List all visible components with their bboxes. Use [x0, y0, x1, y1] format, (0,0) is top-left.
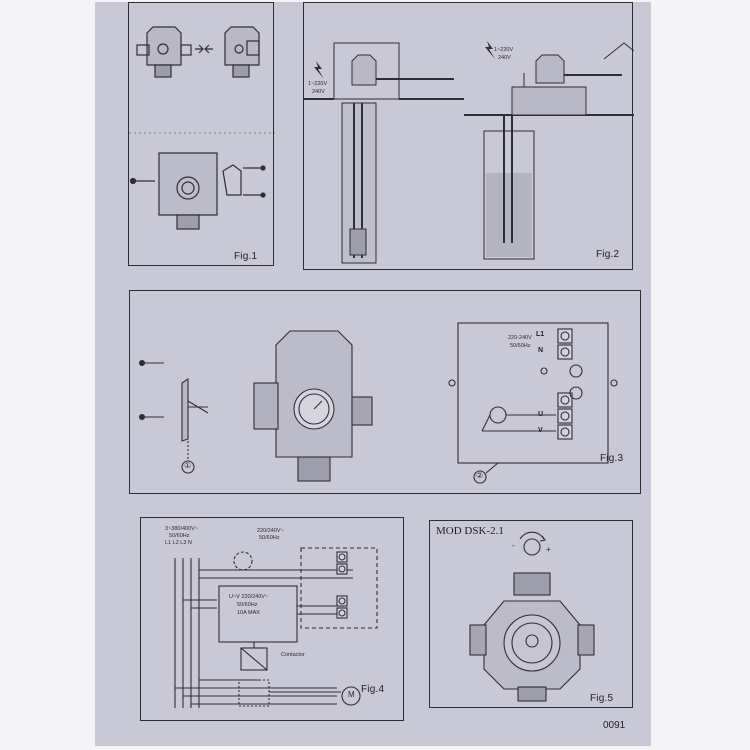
fig3-terminal-v: V: [538, 427, 543, 434]
fig5-minus-sign: -: [512, 541, 515, 550]
fig4-contactor-label: Contactor: [281, 652, 305, 658]
fig3-supply-voltage: 220-240V: [508, 335, 532, 341]
fig4-phase-labels: L1 L2 L3 N: [165, 540, 192, 546]
manual-page: Fig.1: [95, 2, 651, 746]
fig2-panel: 1~220V 240V 1~220V 240V Fig.2: [303, 2, 634, 270]
fig5-model-label: MOD DSK-2.1: [436, 525, 504, 537]
fig3-terminal-u: U: [538, 411, 544, 418]
fig1-illustration: [129, 26, 275, 230]
fig3-supply-frequency: 50/60Hz: [510, 343, 531, 349]
fig5-illustration: [469, 531, 595, 702]
fig4-supply-voltage: 220/240V~: [257, 528, 284, 534]
fig5-plus-sign: +: [546, 545, 551, 554]
fig4-illustration: [174, 547, 378, 708]
fig3-label: Fig.3: [600, 453, 624, 464]
fig2-illustration: [304, 41, 634, 264]
fig4-motor-symbol: M: [348, 690, 355, 699]
fig5-panel: MOD DSK-2.1 - + Fig.5: [429, 520, 633, 708]
fig3-illustration: [138, 322, 618, 484]
fig3-marker-2: ②: [476, 471, 484, 480]
fig4-control-current: 10A MAX: [237, 610, 260, 616]
fig3-terminal-l1: L1: [536, 331, 545, 338]
fig1-panel: Fig.1: [128, 2, 275, 266]
fig4-panel: 3~380/400V~ 50/60Hz L1 L2 L3 N 220/240V~…: [140, 517, 404, 721]
fig4-supply-frequency: 50/60Hz: [259, 535, 280, 541]
page-code: 0091: [603, 720, 626, 731]
fig2-voltage-right-1: 1~220V: [494, 47, 514, 53]
fig2-voltage-right-2: 240V: [498, 55, 511, 61]
fig4-three-phase-voltage: 3~380/400V~: [165, 526, 199, 532]
fig1-label: Fig.1: [234, 251, 258, 262]
fig4-control-frequency: 50/60Hz: [237, 602, 258, 608]
fig5-label: Fig.5: [590, 693, 614, 704]
fig4-control-voltage: U~V 220/240V~: [229, 594, 269, 600]
fig3-marker-1: ①: [184, 461, 192, 470]
fig2-voltage-left-2: 240V: [312, 89, 325, 95]
fig2-voltage-left-1: 1~220V: [308, 81, 328, 87]
fig3-terminal-n: N: [538, 347, 544, 354]
fig3-panel: ① ② 220-240V 50/60Hz L1 N U V Fig.3: [129, 290, 641, 494]
fig4-label: Fig.4: [361, 684, 385, 695]
fig4-three-phase-frequency: 50/60Hz: [169, 533, 190, 539]
fig2-label: Fig.2: [596, 249, 620, 260]
